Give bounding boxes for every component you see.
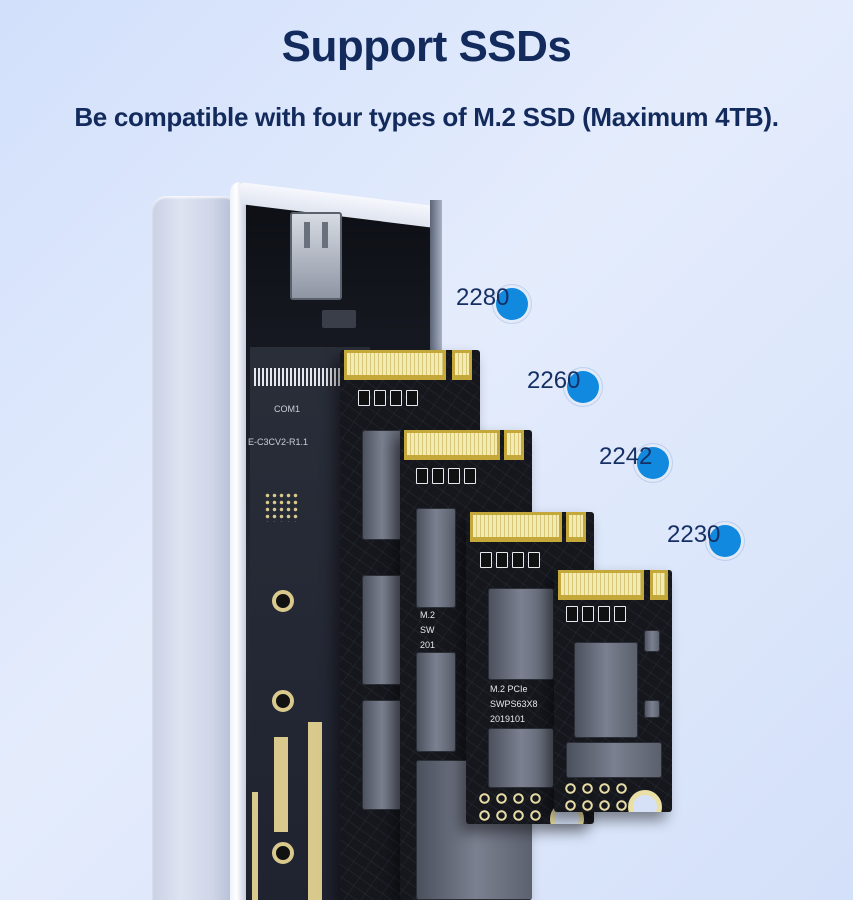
size-marker-dot-icon bbox=[637, 447, 669, 479]
test-pad-holes bbox=[562, 780, 632, 812]
ssd-print-line2: SWPS63X8 bbox=[490, 699, 538, 709]
ssd-gold-connector bbox=[558, 570, 644, 600]
pcb-via-dots bbox=[264, 492, 300, 522]
size-text: 2230 bbox=[667, 521, 721, 548]
enclosure-edge bbox=[230, 182, 246, 900]
nand-chip bbox=[488, 728, 554, 788]
nand-chip bbox=[416, 508, 456, 608]
size-text: 2260 bbox=[527, 367, 581, 394]
ssd-print-line3: 201 bbox=[420, 640, 436, 650]
nand-chip bbox=[416, 652, 456, 752]
nand-chip bbox=[362, 700, 402, 810]
ssd-print-line2: SW bbox=[420, 625, 435, 635]
smd-components bbox=[480, 552, 540, 568]
ssd-2230 bbox=[554, 570, 672, 812]
screw-notch bbox=[628, 790, 662, 812]
test-pad-holes bbox=[476, 790, 546, 824]
pcb-label-model: E-C3CV2-R1.1 bbox=[248, 437, 309, 447]
ssd-print-line1: M.2 bbox=[420, 610, 436, 620]
ssd-gold-connector bbox=[470, 512, 562, 542]
pcb-label-com: COM1 bbox=[274, 404, 301, 414]
nand-chip bbox=[566, 742, 662, 778]
controller-chip bbox=[574, 642, 638, 738]
mount-hole-icon bbox=[272, 590, 294, 612]
ssd-print-line3: 2019101 bbox=[490, 714, 526, 724]
size-marker-dot-icon bbox=[567, 371, 599, 403]
smd-components bbox=[416, 468, 476, 484]
gold-contact-strip bbox=[274, 737, 288, 832]
nand-chip bbox=[488, 588, 554, 680]
usb-c-port-icon bbox=[290, 212, 342, 300]
smd-chip bbox=[644, 700, 660, 718]
enclosure-side-panel bbox=[152, 196, 232, 900]
pcb-pin-header bbox=[254, 368, 364, 386]
ssd-print-line1: M.2 PCIe bbox=[490, 684, 528, 694]
size-marker-dot-icon bbox=[496, 288, 528, 320]
size-text: 2280 bbox=[456, 284, 510, 311]
mount-hole-icon bbox=[272, 842, 294, 864]
page-subtitle: Be compatible with four types of M.2 SSD… bbox=[74, 102, 779, 132]
mount-hole-icon bbox=[272, 690, 294, 712]
page-title: Support SSDs bbox=[281, 22, 572, 71]
smd-components bbox=[566, 606, 626, 622]
ssd-gold-connector-key bbox=[452, 350, 472, 380]
gold-contact-strip bbox=[308, 722, 322, 900]
ssd-gold-connector-key bbox=[566, 512, 586, 542]
ssd-gold-connector-key bbox=[650, 570, 668, 600]
size-marker-dot-icon bbox=[709, 525, 741, 557]
size-text: 2242 bbox=[599, 443, 653, 470]
nand-chip bbox=[362, 575, 402, 685]
gold-contact-strip bbox=[252, 792, 258, 900]
ssd-gold-connector bbox=[344, 350, 446, 380]
pcb-chip bbox=[322, 310, 356, 328]
smd-components bbox=[358, 390, 418, 406]
ssd-gold-connector-key bbox=[504, 430, 524, 460]
ssd-gold-connector bbox=[404, 430, 500, 460]
smd-chip bbox=[644, 630, 660, 652]
nand-chip bbox=[362, 430, 402, 540]
